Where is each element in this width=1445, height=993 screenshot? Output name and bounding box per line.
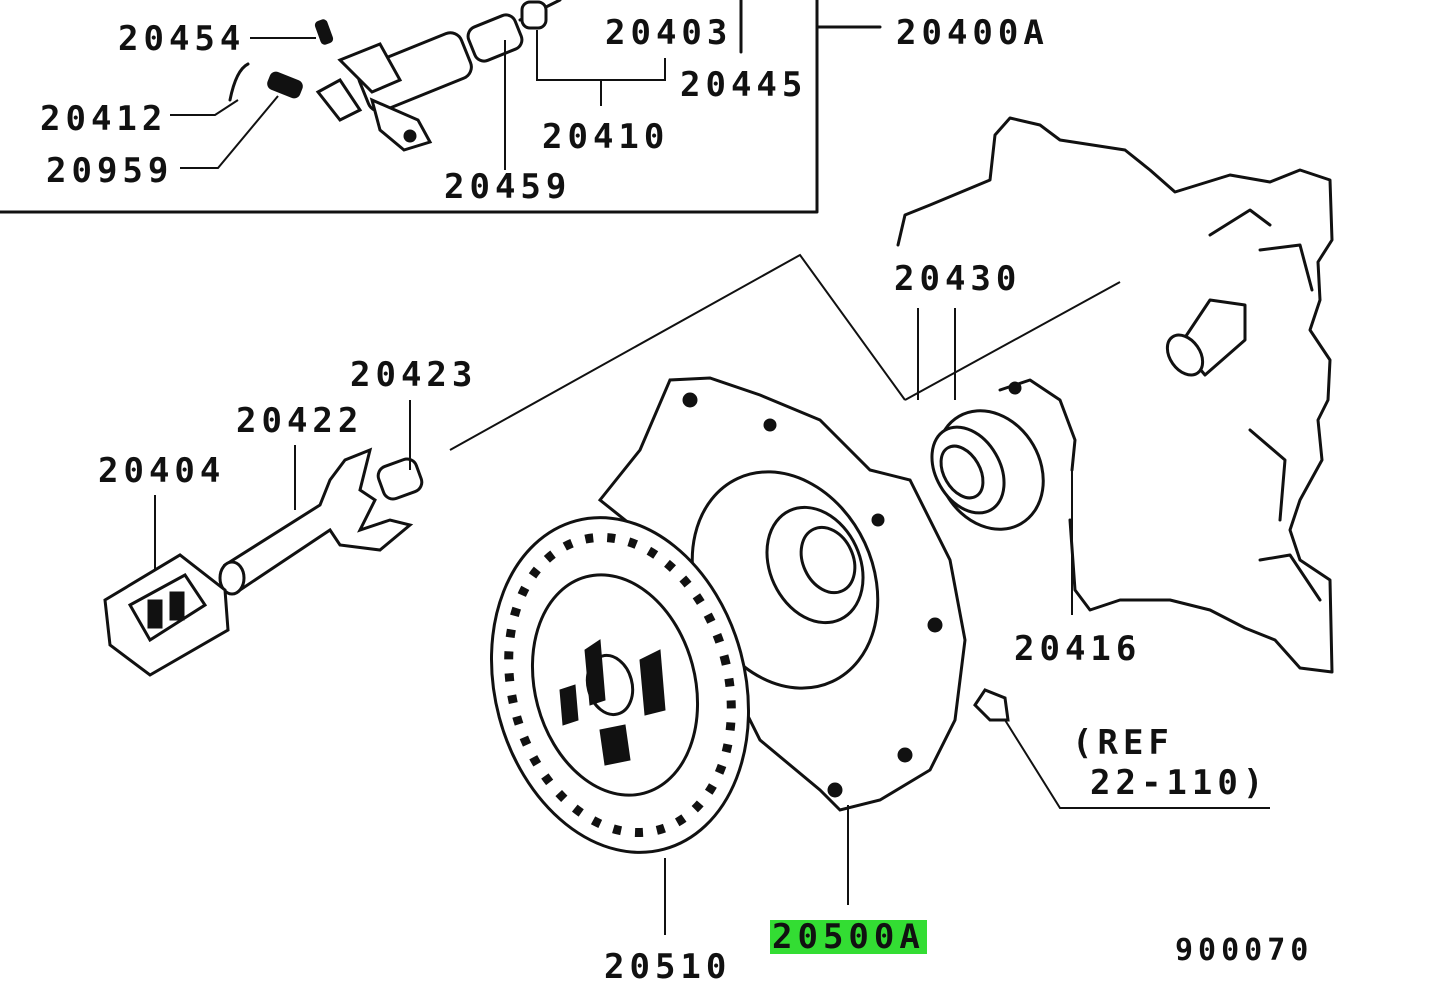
label-20510: 20510 [604,947,732,987]
label-20959: 20959 [46,151,174,191]
diagram-code: 900070 [1175,933,1314,968]
label-20459: 20459 [444,167,572,207]
inset-box [0,0,882,214]
label-20404: 20404 [98,451,226,491]
label-20412: 20412 [40,99,168,139]
clip-and-bolt [973,381,1022,722]
label-ref-line2: 22-110) [1090,763,1269,803]
release-bearing [930,409,1045,531]
label-20430: 20430 [894,259,1022,299]
label-20422: 20422 [236,401,364,441]
label-20416: 20416 [1014,629,1142,669]
release-fork-assembly [103,447,424,677]
label-20400A: 20400A [896,13,1049,53]
label-20403: 20403 [605,13,733,53]
label-ref-line1: (REF [1072,723,1174,763]
label-20445: 20445 [680,65,808,105]
label-20423: 20423 [350,355,478,395]
inset-leaders [170,30,666,170]
pressure-plate [597,376,967,812]
main-leaders [154,253,1270,935]
label-20500A-highlighted: 20500A [770,917,927,957]
label-20410: 20410 [542,117,670,157]
transmission-housing [896,116,1334,674]
label-20454: 20454 [118,19,246,59]
clutch-disc [489,516,751,854]
master-cylinder-assembly [228,0,562,152]
